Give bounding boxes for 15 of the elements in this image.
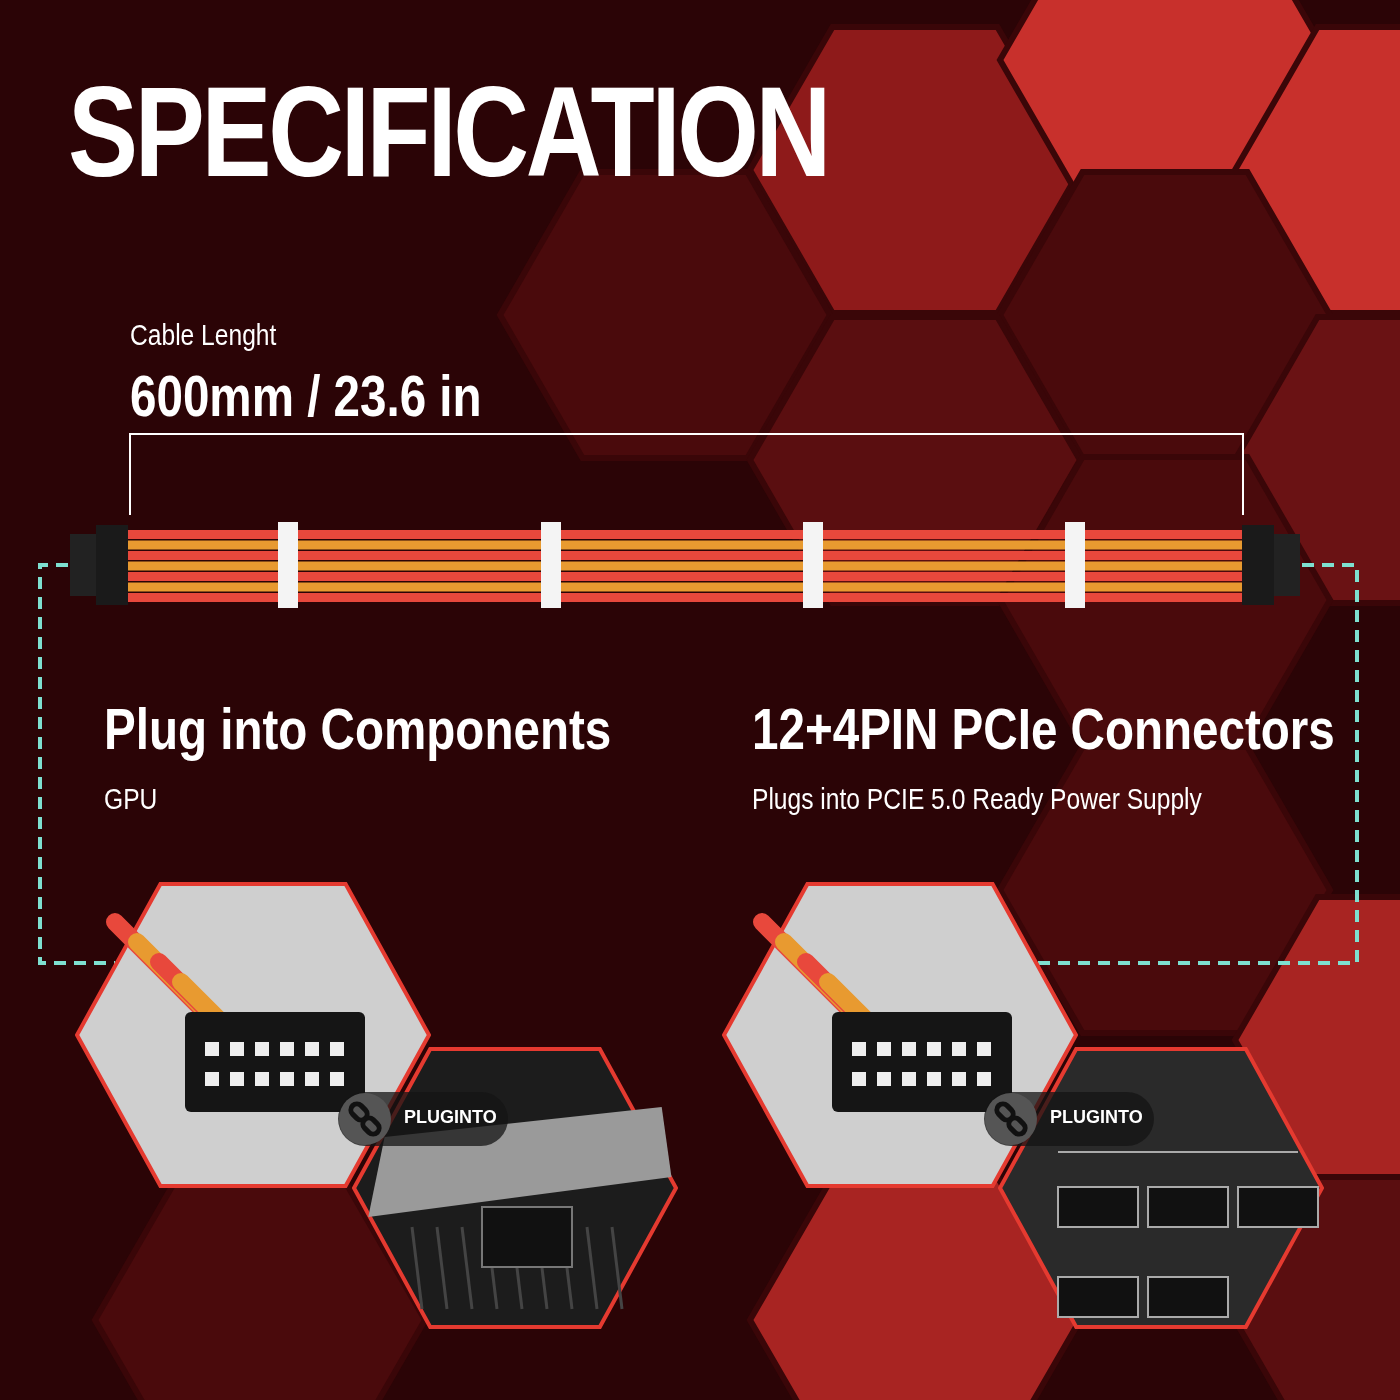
plug-into-badge bbox=[984, 1092, 1154, 1146]
section-subtext: Plugs into PCIE 5.0 Ready Power Supply bbox=[752, 782, 1202, 816]
power-supply-photo bbox=[998, 1047, 1324, 1329]
page-title: SPECIFICATION bbox=[68, 59, 829, 205]
connector-line bbox=[1037, 563, 1359, 965]
badge-label: PLUGINTO bbox=[1050, 1107, 1143, 1128]
badge-label: PLUGINTO bbox=[404, 1107, 497, 1128]
graphics-card-photo bbox=[352, 1047, 678, 1329]
dimension-caption: Cable Lenght bbox=[130, 318, 277, 352]
cable-drawing bbox=[68, 522, 1302, 608]
dimension-value: 600mm / 23.6 in bbox=[130, 362, 482, 429]
plug-into-badge bbox=[338, 1092, 508, 1146]
section-heading: Plug into Components bbox=[104, 695, 612, 762]
section-heading: 12+4PIN PCIe Connectors bbox=[752, 695, 1335, 762]
section-subtext: GPU bbox=[104, 782, 158, 816]
